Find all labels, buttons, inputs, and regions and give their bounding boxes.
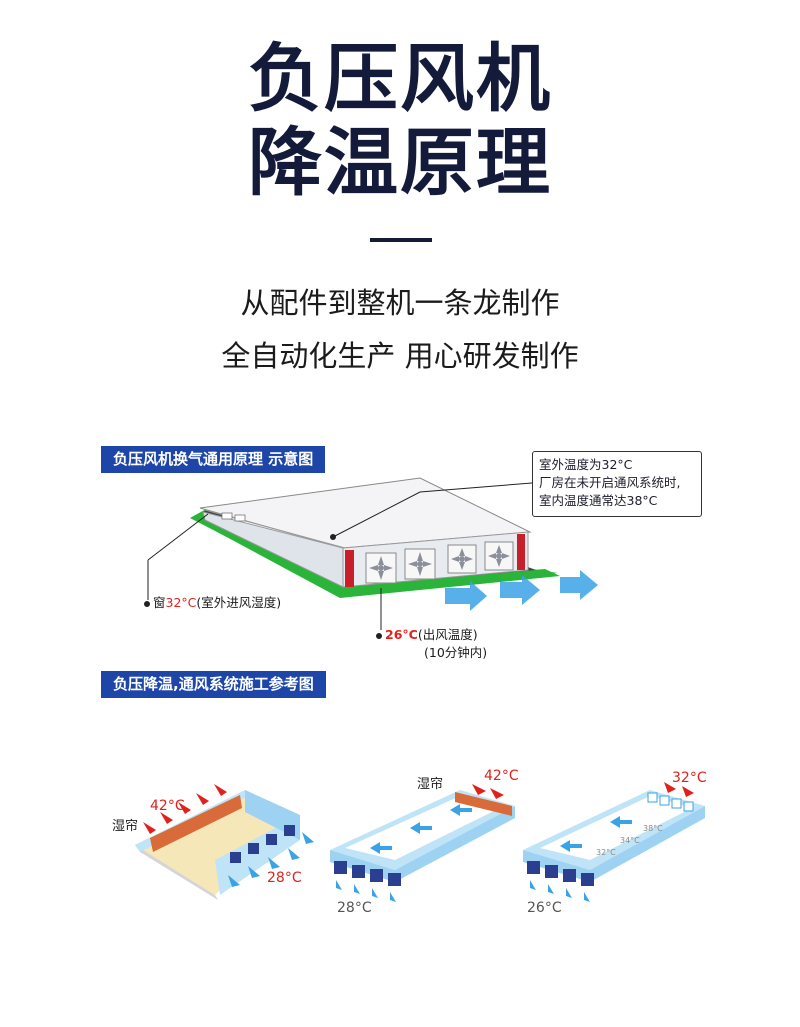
diagram-c-out-temp: 26°C [527,900,562,916]
fan-icon [365,552,397,584]
side-window-2 [234,514,246,522]
diagram-b [330,784,515,902]
title-divider [370,238,432,242]
diagram-a-in-temp: 42°C [150,798,185,814]
window-label-prefix: 窗 [153,595,166,610]
side-window-1 [221,512,233,520]
diagram-a [135,784,314,900]
diagram-c-in-temp: 32°C [672,770,707,786]
callout-line1: 室外温度为32°C [539,457,633,472]
hot-arrow-icon [664,782,694,797]
callout-line3: 室内温度通常达38°C [539,493,658,508]
diagram-c-gradient-1: 32°C [596,848,616,857]
callout-line2: 厂房在未开启通风系统时, [539,475,681,490]
window-label-suffix: (室外进风湿度) [196,595,282,610]
diagram-a-curtain-label: 湿帘 [112,819,139,834]
callout-leader [332,482,533,538]
outlet-label-temp: 26°C [385,627,418,642]
red-post-left [345,550,354,587]
fan-icon [484,541,514,571]
airflow-arrow-icon [370,804,472,854]
diagram-b-out-temp: 28°C [337,900,372,916]
diagram-a-out-temp: 28°C [267,870,302,886]
wet-curtain [455,792,512,816]
airflow-arrow-icon [560,816,632,852]
hot-arrow-icon [143,784,227,834]
page-title-line2: 降温原理 [248,120,552,206]
page-title-line1: 负压风机 [248,36,552,122]
subtitle-line2: 全自动化生产 用心研发制作 [221,339,579,373]
window-label: 窗32°C(室外进风湿度) [144,592,281,611]
window-icon [647,792,694,812]
fan-icon [404,548,436,580]
diagram-b-in-temp: 42°C [484,768,519,784]
outlet-label: 26°C(出风温度) [376,624,478,643]
hot-arrow-icon [472,784,504,799]
outlet-time-label: (10分钟内) [424,645,488,660]
cool-arrow-icon [228,832,314,887]
outlet-label-suffix: (出风温度) [417,627,478,642]
diagram-c-gradient-2: 34°C [620,836,640,845]
diagram-b-curtain-label: 湿帘 [417,777,444,792]
marker-dot [144,600,150,607]
window-label-temp: 32°C [165,595,197,610]
airflow-arrow-icon [445,570,598,611]
section2-banner: 负压降温,通风系统施工参考图 [101,671,326,698]
red-post-right [517,534,525,570]
section1-banner: 负压风机换气通用原理 示意图 [101,446,326,473]
fan-icon [447,544,477,574]
diagram-c-gradient-3: 38°C [643,824,663,833]
temperature-callout: 室外温度为32°C 厂房在未开启通风系统时, 室内温度通常达38°C [532,451,702,517]
subtitle-line1: 从配件到整机一条龙制作 [240,286,560,320]
diagram-c [523,782,705,902]
cool-arrow-icon [336,880,396,902]
wet-curtain [150,795,242,852]
marker-dot [376,632,382,639]
cool-arrow-icon [530,880,590,902]
